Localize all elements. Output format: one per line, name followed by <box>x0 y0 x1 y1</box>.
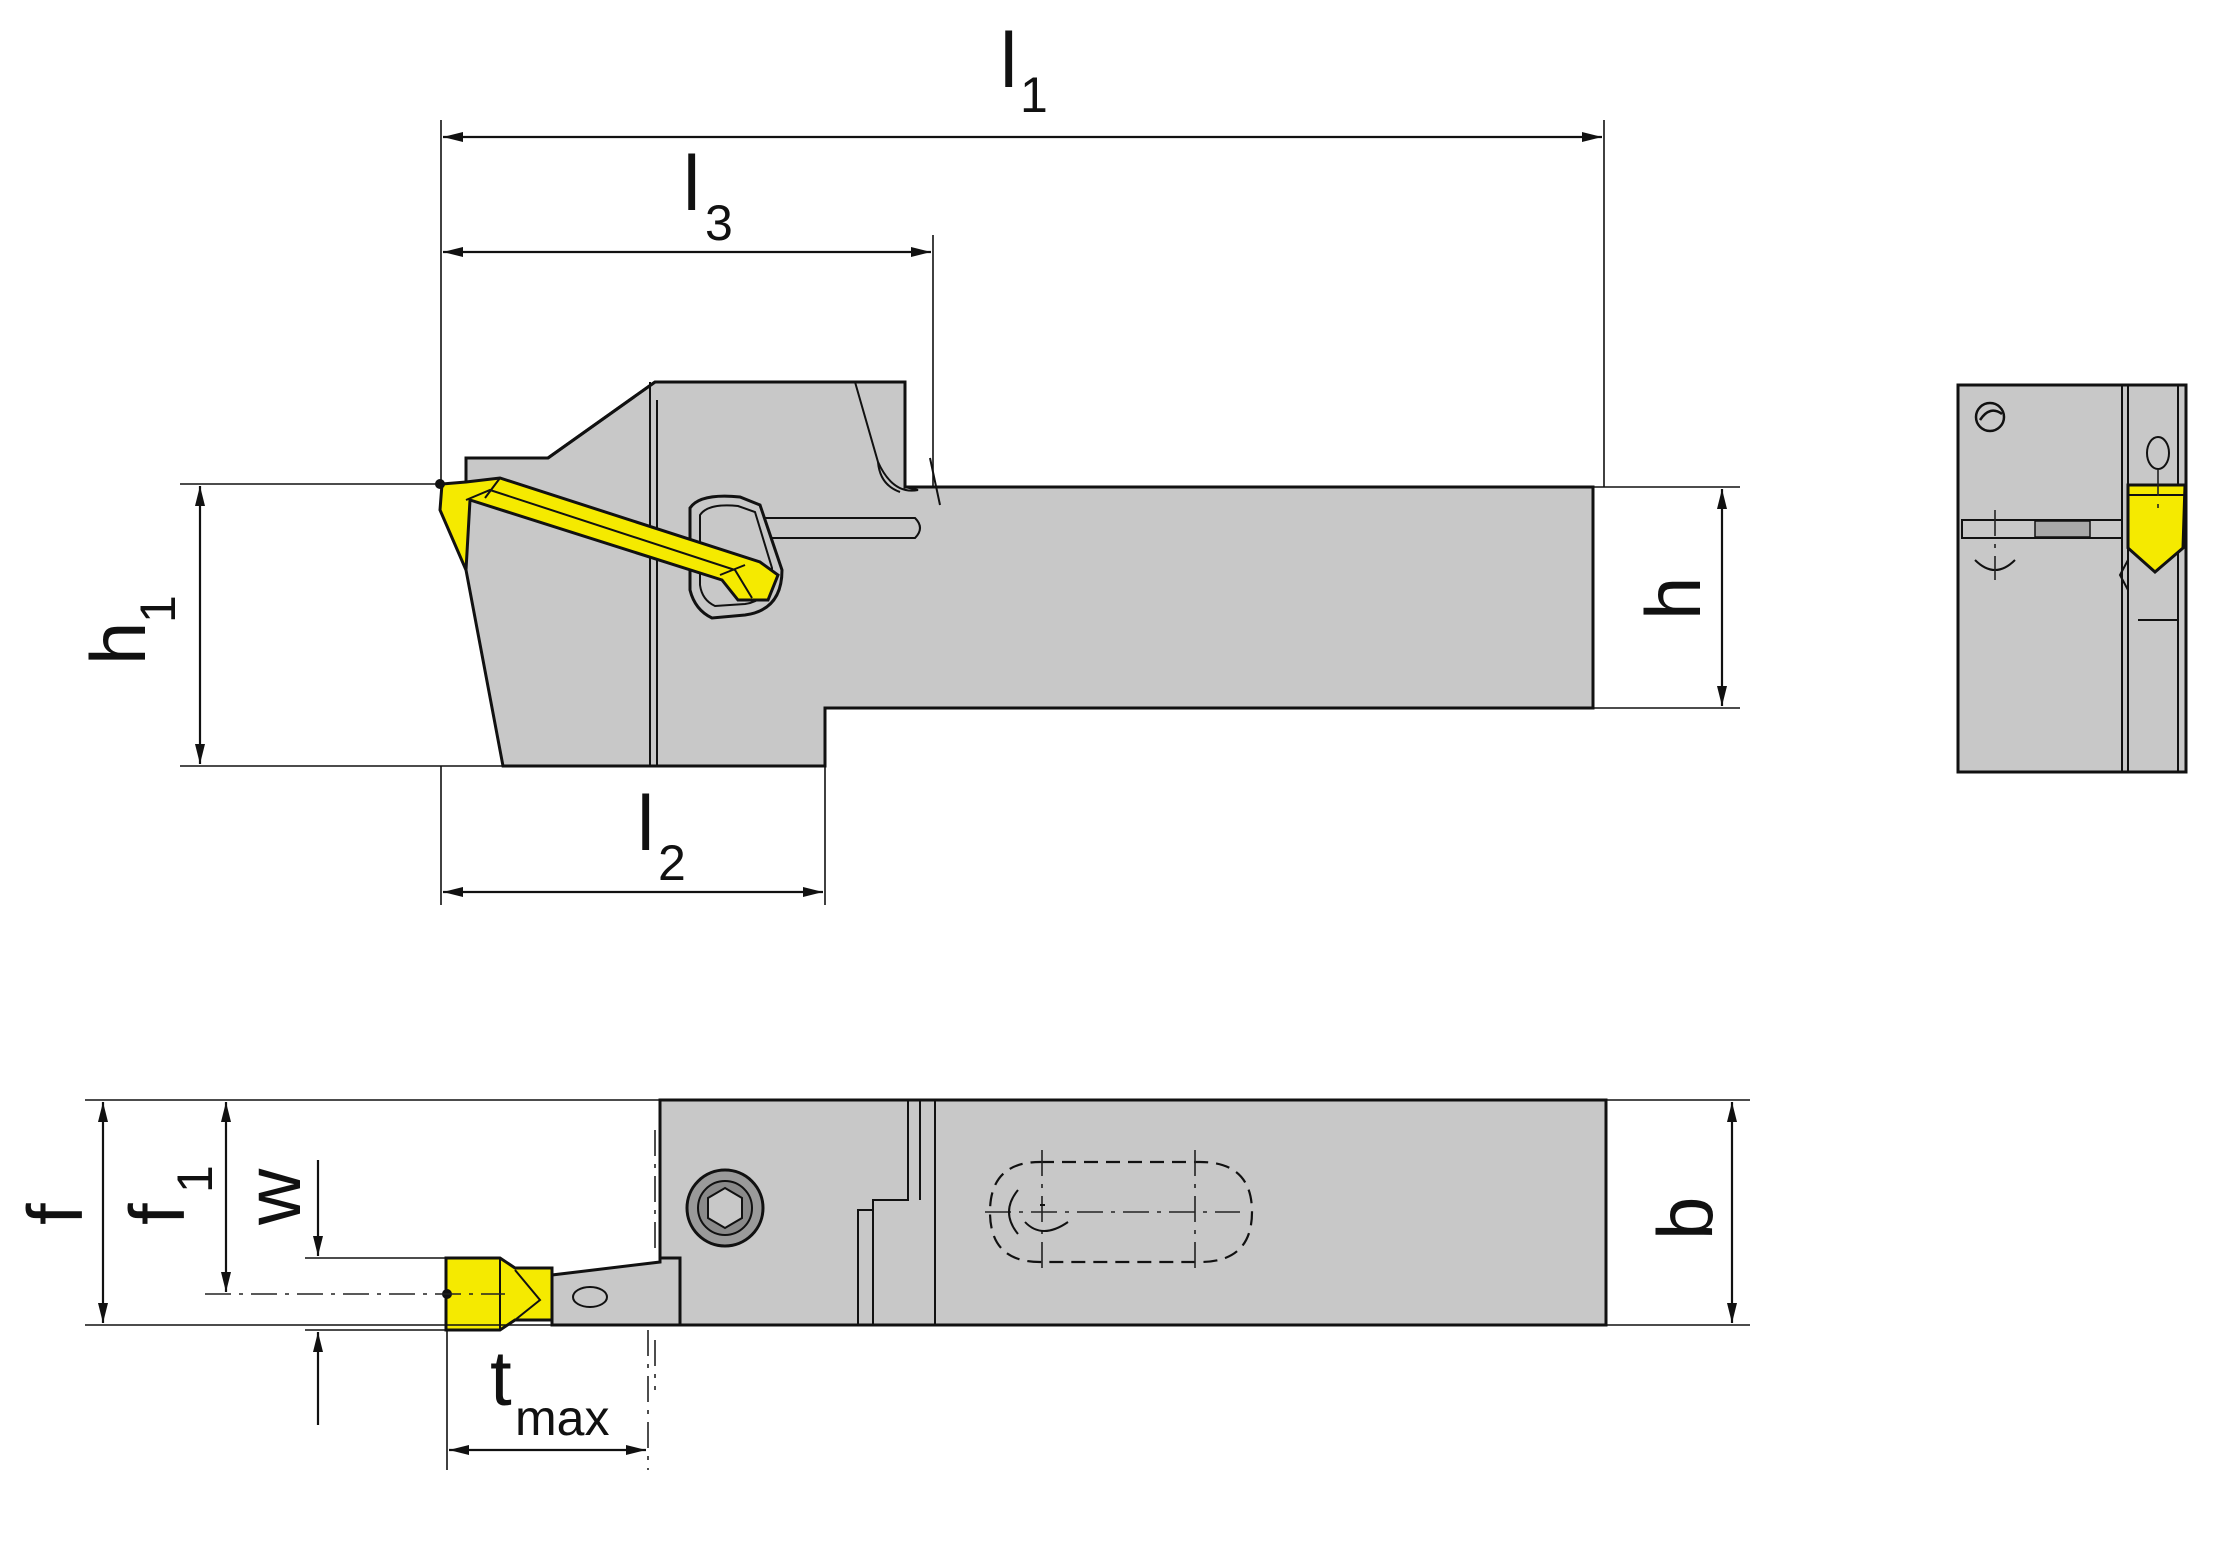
blade-head <box>547 380 656 460</box>
hidden-slot <box>988 1160 1254 1264</box>
w-label: w <box>229 1168 317 1226</box>
f1-label: f <box>113 1203 201 1225</box>
insert-top-line-2 <box>514 1269 542 1321</box>
l3-label: l <box>683 139 700 227</box>
end-coolant-hole <box>2146 436 2170 470</box>
h1-label: h <box>74 622 162 665</box>
h1-sub: 1 <box>130 595 186 623</box>
clamp-slot-curve-2 <box>877 461 901 493</box>
insert-edge-line-2 <box>484 477 501 499</box>
f1-sub: 1 <box>167 1165 223 1193</box>
screw-hole-arc <box>1978 409 2003 421</box>
end-insert-shadow <box>2118 559 2129 591</box>
l1-label: l <box>1000 16 1017 104</box>
f-label: f <box>11 1203 99 1225</box>
slot-arc-left <box>1008 1189 1019 1235</box>
insert-end <box>2126 483 2187 574</box>
insert-edge-line <box>465 488 753 599</box>
clamp-edge <box>929 457 941 506</box>
insert-edge-line-3 <box>719 564 746 576</box>
l2-sub: 2 <box>658 835 686 891</box>
h-label: h <box>1629 577 1717 620</box>
screw-hole-icon <box>1974 401 2006 433</box>
holder-body-end <box>1956 383 2188 774</box>
insert-side <box>438 476 780 602</box>
tmax-label: t <box>490 1334 512 1422</box>
b-label: b <box>1641 1197 1729 1240</box>
clamp-rod <box>755 517 921 539</box>
l2-label: l <box>637 779 654 867</box>
tmax-sub: max <box>515 1390 609 1446</box>
top-view: f f 1 w b t max <box>11 1098 1750 1470</box>
coolant-hole <box>572 1286 608 1308</box>
side-view: l 1 l 3 l 2 h 1 h <box>74 16 1740 905</box>
holder-body-side <box>464 380 1595 768</box>
blade-arm-top <box>550 1256 682 1327</box>
head-step-top <box>857 1100 909 1325</box>
slot-arc-inner <box>1024 1221 1069 1232</box>
hex-socket-icon <box>707 1186 743 1230</box>
l1-sub: 1 <box>1020 67 1048 123</box>
end-clamp-rod-inner <box>2034 520 2091 538</box>
end-view <box>1956 383 2188 774</box>
l3-sub: 3 <box>705 195 733 251</box>
